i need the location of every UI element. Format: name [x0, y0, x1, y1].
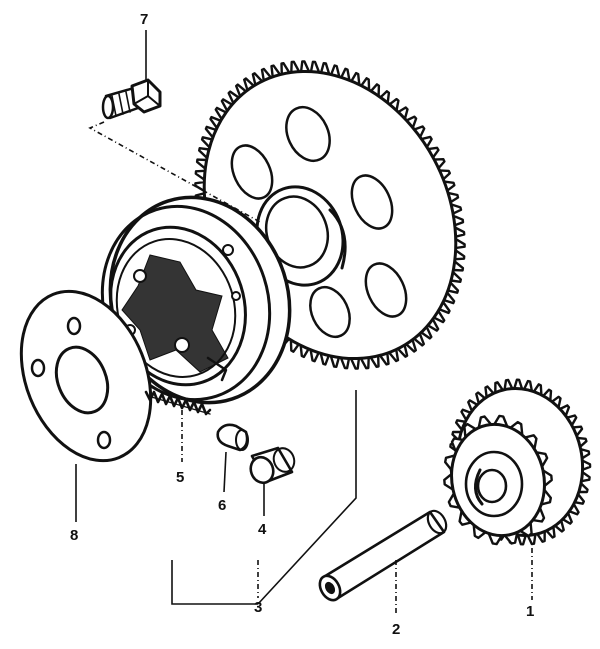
- leader-lines: [75, 30, 533, 616]
- callout-1: 1: [526, 603, 534, 620]
- clutch-roller: [249, 446, 296, 485]
- clutch-plate: [19, 289, 153, 463]
- callout-6: 6: [218, 497, 226, 514]
- clutch-bolt: [101, 78, 162, 120]
- callout-4: 4: [258, 521, 267, 538]
- starter-clutch-gear: [443, 378, 592, 546]
- callout-7: 7: [140, 11, 148, 28]
- callout-8: 8: [70, 527, 78, 544]
- callout-labels: 7 5 6 4 8 3 2 1: [70, 11, 534, 638]
- roller-spring: [144, 390, 212, 416]
- spring-cap: [216, 423, 249, 452]
- clutch-housing: [100, 195, 292, 405]
- callout-3: 3: [254, 599, 262, 616]
- gear-shaft: [318, 509, 448, 602]
- callout-2: 2: [392, 621, 400, 638]
- clutch-cam: [121, 254, 229, 373]
- callout-5: 5: [176, 469, 184, 486]
